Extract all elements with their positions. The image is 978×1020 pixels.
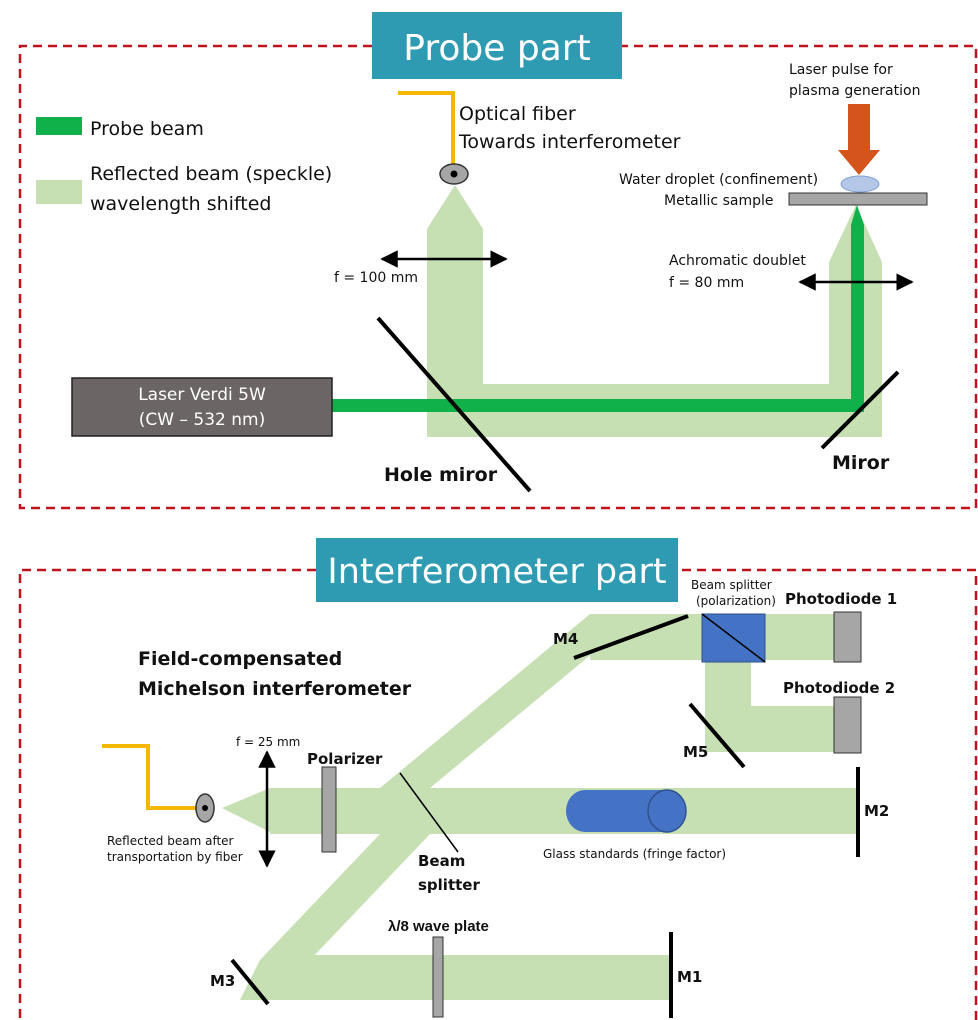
mirror-m5 [688, 702, 746, 769]
droplet-label: Water droplet (confinement) [619, 172, 818, 188]
beam-splitter [399, 772, 459, 853]
interferometer-beam [222, 614, 858, 1000]
hole-miror [376, 316, 532, 493]
legend-reflected-label-1: Reflected beam (speckle) [90, 163, 332, 185]
m5-label: M5 [683, 743, 708, 761]
doublet-label-1: Achromatic doublet [669, 253, 806, 269]
fiber-label-1: Optical fiber [459, 103, 576, 125]
probe-title: Probe part [403, 28, 590, 69]
probe-lens-label: f = 100 mm [334, 270, 418, 286]
int-lens-label: f = 25 mm [236, 735, 300, 749]
water-droplet [840, 175, 880, 193]
beam-splitter-label-2: splitter [418, 876, 480, 894]
photodiode-2 [833, 696, 862, 754]
probe-title-box [372, 12, 622, 79]
m4-label: M4 [553, 630, 578, 648]
m3-label: M3 [210, 972, 235, 990]
mirror-m3 [230, 958, 270, 1006]
miror [820, 370, 900, 450]
fiber-label-2: Towards interferometer [458, 131, 681, 153]
polarizing-beam-splitter [701, 613, 766, 663]
laser-pulse-arrow [838, 104, 880, 175]
beam-splitter-label-1: Beam [418, 852, 465, 870]
pulse-label-1: Laser pulse for [789, 62, 893, 78]
laser-label-2: (CW – 532 nm) [139, 410, 265, 430]
interferometer-heading-2: Michelson interferometer [138, 678, 412, 700]
sample-label: Metallic sample [664, 193, 773, 209]
glass-standards [566, 789, 687, 833]
metallic-sample [788, 192, 928, 206]
probe-frame [18, 44, 978, 510]
legend-reflected-label-2: wavelength shifted [90, 193, 272, 215]
pulse-label-2: plasma generation [789, 83, 920, 99]
polarizer-label: Polarizer [307, 750, 383, 768]
interferometer-title-box [316, 538, 678, 602]
glass-standards-label: Glass standards (fringe factor) [543, 847, 726, 861]
int-fiber-label-2: transportation by fiber [107, 850, 243, 864]
doublet-label-2: f = 80 mm [669, 275, 744, 291]
pbs-label-2: (polarization) [696, 594, 776, 608]
probe-beam [332, 205, 864, 412]
interferometer-heading-1: Field-compensated [138, 648, 342, 670]
wave-plate [432, 936, 444, 1018]
interferometer-title: Interferometer part [327, 552, 666, 592]
pbs-label-1: Beam splitter [691, 578, 772, 592]
wave-plate-label: λ/8 wave plate [388, 918, 489, 935]
interferometer-fiber [102, 744, 196, 810]
m2-label: M2 [864, 802, 889, 820]
miror-label: Miror [832, 452, 890, 474]
mirror-m4 [573, 614, 689, 660]
photodiode-1 [833, 611, 862, 663]
interferometer-frame [18, 568, 978, 1020]
m1-label: M1 [677, 968, 702, 986]
legend-probe-swatch [36, 117, 82, 135]
photodiode-2-label: Photodiode 2 [783, 679, 895, 697]
int-fiber-label-1: Reflected beam after [107, 834, 234, 848]
probe-optical-fiber [398, 91, 455, 165]
hole-miror-label: Hole miror [384, 464, 498, 486]
polarizer [321, 766, 337, 853]
legend-reflected-swatch [36, 180, 82, 204]
laser-label-1: Laser Verdi 5W [138, 385, 266, 405]
photodiode-1-label: Photodiode 1 [785, 590, 897, 608]
legend-probe-label: Probe beam [90, 118, 204, 140]
laser-verdi-box [71, 377, 333, 437]
